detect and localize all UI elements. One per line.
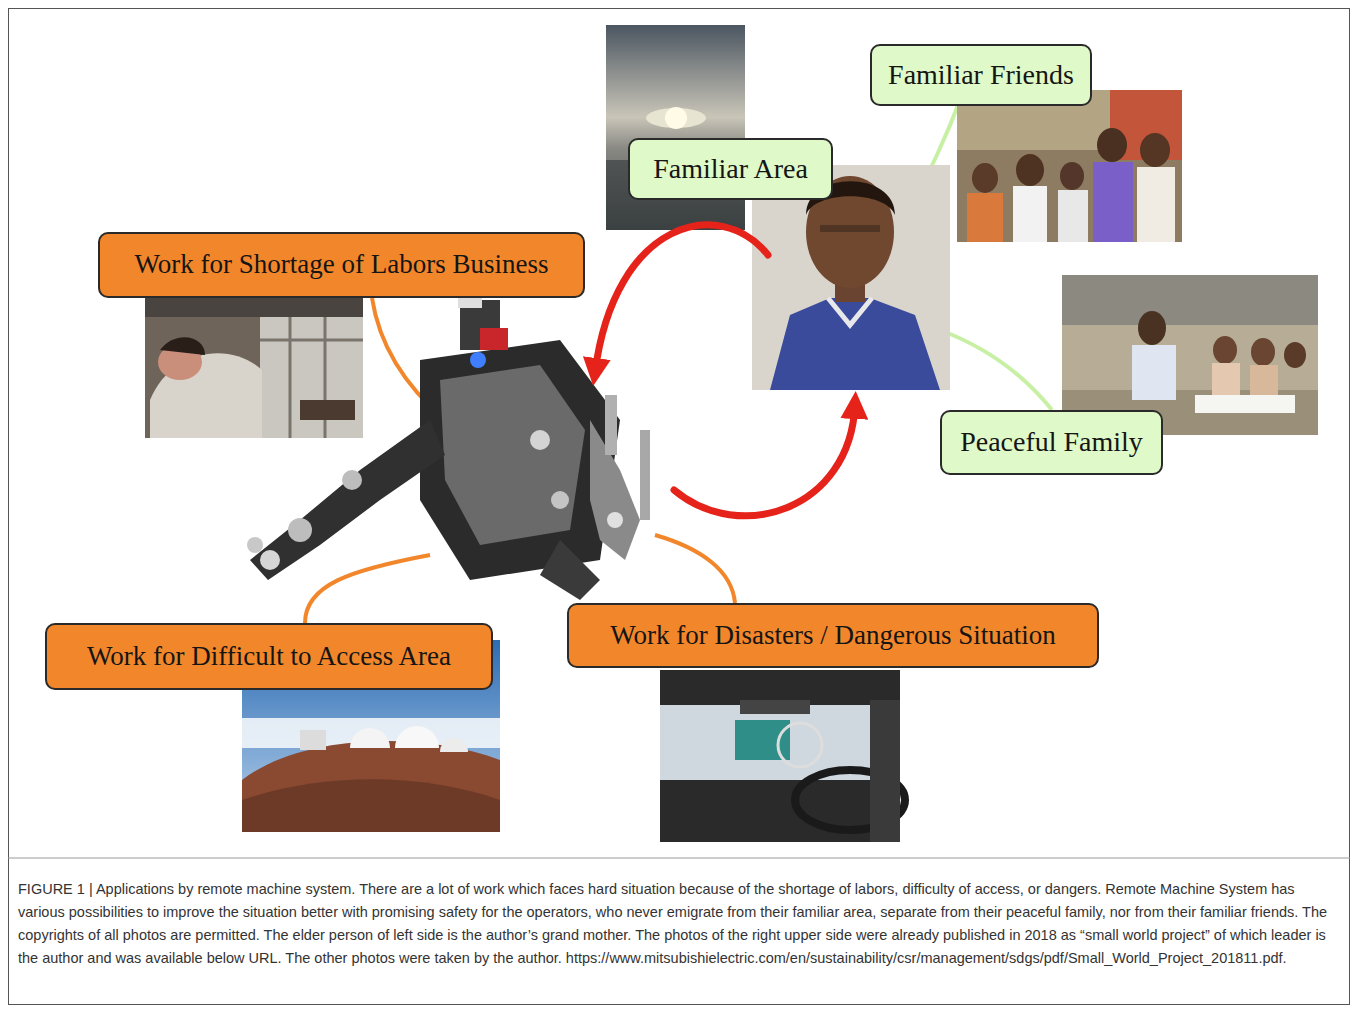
robot-illustration bbox=[551, 491, 569, 509]
driving-photo bbox=[778, 723, 822, 767]
labor-photo bbox=[145, 297, 363, 438]
robot-illustration bbox=[247, 537, 263, 553]
value-box: Peaceful Family bbox=[940, 410, 1163, 475]
robot-illustration bbox=[250, 420, 445, 580]
leader-line bbox=[940, 330, 1052, 410]
family-photo bbox=[1138, 311, 1166, 345]
figure-frame bbox=[8, 858, 1350, 859]
friends-photo bbox=[1097, 128, 1127, 162]
telescope-photo bbox=[300, 730, 326, 750]
telescope-photo bbox=[350, 728, 390, 748]
box-label: Work for Difficult to Access Area bbox=[87, 641, 451, 672]
family-photo bbox=[1212, 363, 1240, 398]
family-photo bbox=[1195, 395, 1295, 413]
family-photo bbox=[1213, 336, 1237, 364]
robot-illustration bbox=[440, 365, 585, 545]
cycle-arrow bbox=[595, 225, 855, 516]
friends-photo bbox=[1093, 162, 1133, 242]
application-box: Work for Disasters / Dangerous Situation bbox=[567, 603, 1099, 668]
robot-illustration bbox=[540, 540, 600, 600]
sunset-photo bbox=[646, 108, 706, 128]
application-box: Work for Shortage of Labors Business bbox=[98, 232, 585, 298]
labor-photo bbox=[260, 297, 363, 438]
robot-illustration bbox=[342, 470, 362, 490]
labor-photo bbox=[289, 297, 292, 438]
family-photo bbox=[1251, 338, 1275, 366]
labor-photo bbox=[260, 339, 363, 342]
telescope-photo bbox=[440, 738, 468, 752]
labor-photo bbox=[145, 297, 363, 438]
friends-photo bbox=[972, 163, 998, 193]
friends-photo bbox=[1140, 133, 1170, 167]
operator-photo bbox=[820, 225, 880, 232]
friends-photo bbox=[957, 90, 1182, 242]
leader-line bbox=[305, 100, 1052, 623]
driving-photo bbox=[735, 720, 790, 760]
application-box: Work for Difficult to Access Area bbox=[45, 623, 493, 690]
friends-photo bbox=[1137, 167, 1175, 242]
friends-photo bbox=[1060, 162, 1084, 190]
cycle-arrow bbox=[674, 405, 855, 516]
friends-photo bbox=[967, 193, 1003, 242]
family-photo bbox=[1284, 342, 1306, 368]
driving-photo bbox=[660, 670, 900, 842]
friends-photo bbox=[957, 90, 1182, 242]
friends-photo bbox=[1058, 190, 1088, 242]
robot-illustration bbox=[607, 512, 623, 528]
telescope-photo bbox=[242, 779, 500, 832]
driving-photo bbox=[740, 700, 810, 714]
robot-illustration bbox=[530, 430, 550, 450]
robot-illustration bbox=[480, 328, 508, 350]
box-label: Work for Shortage of Labors Business bbox=[134, 249, 548, 280]
cycle-arrow bbox=[595, 225, 768, 372]
labor-photo bbox=[160, 337, 205, 355]
friends-photo bbox=[1013, 186, 1047, 242]
box-label: Familiar Friends bbox=[888, 59, 1074, 91]
sunset-photo bbox=[665, 107, 687, 129]
leader-line bbox=[655, 535, 735, 603]
robot-illustration bbox=[640, 430, 650, 520]
value-box: Familiar Area bbox=[628, 138, 833, 200]
leader-line bbox=[305, 555, 430, 623]
figure-frame bbox=[9, 9, 1350, 1005]
robot-illustration bbox=[470, 352, 486, 368]
figure-frame bbox=[8, 9, 1350, 1005]
labor-photo bbox=[300, 400, 355, 420]
family-photo bbox=[1132, 345, 1176, 400]
driving-photo bbox=[870, 700, 900, 842]
telescope-photo bbox=[242, 741, 500, 832]
operator-photo bbox=[770, 298, 940, 390]
driving-photo bbox=[660, 670, 905, 842]
robot-illustration bbox=[288, 518, 312, 542]
robot-illustration bbox=[247, 292, 650, 600]
driving-photo bbox=[660, 670, 900, 705]
labor-photo bbox=[145, 297, 363, 317]
value-box: Familiar Friends bbox=[870, 44, 1092, 106]
robot-illustration bbox=[605, 395, 617, 455]
figure-caption: FIGURE 1 | Applications by remote machin… bbox=[18, 878, 1340, 970]
robot-illustration bbox=[260, 550, 280, 570]
box-label: Peaceful Family bbox=[960, 426, 1143, 458]
family-photo bbox=[1250, 365, 1278, 400]
operator-photo bbox=[828, 298, 872, 325]
telescope-photo bbox=[395, 726, 439, 748]
box-label: Work for Disasters / Dangerous Situation bbox=[610, 620, 1056, 651]
family-photo bbox=[1062, 275, 1318, 325]
friends-photo bbox=[1016, 154, 1044, 186]
box-label: Familiar Area bbox=[653, 153, 808, 185]
